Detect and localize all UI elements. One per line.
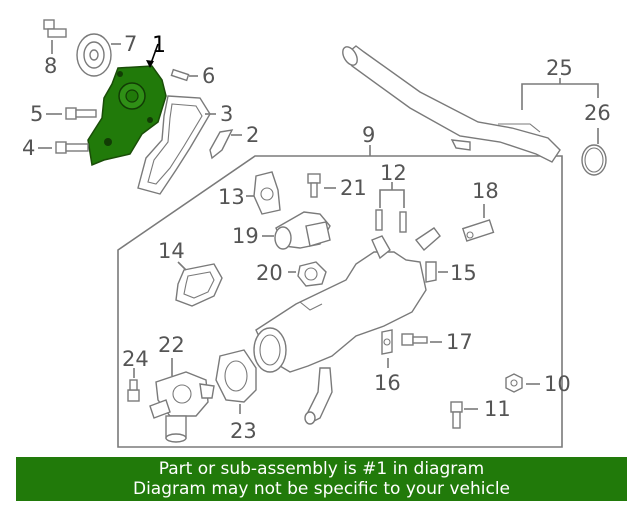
- part-17-bolt: [401, 333, 442, 346]
- part-13-gasket: [246, 171, 281, 215]
- part-22-thermostat-housing: [149, 358, 215, 443]
- notice-line-1: Part or sub-assembly is #1 in diagram: [158, 459, 485, 479]
- part-18-sensor: [461, 204, 495, 242]
- callout-21: 21: [340, 176, 367, 200]
- callout-2: 2: [246, 123, 259, 147]
- callout-24: 24: [122, 347, 149, 371]
- callout-18: 18: [472, 179, 499, 203]
- callout-25: 25: [546, 56, 573, 80]
- part-11-bolt: [450, 401, 478, 429]
- callout-9: 9: [362, 123, 375, 147]
- part-24-bolt: [127, 368, 140, 402]
- callout-1: 1: [152, 33, 166, 58]
- part-23-gasket: [215, 349, 257, 414]
- part-20-gasket: [288, 261, 327, 287]
- part-5-bolt: [46, 107, 97, 120]
- parts-diagram: 1 2 3 4 5 6 7 8 9 10 11 12 13 14 15 16 1…: [22, 19, 611, 448]
- callout-23: 23: [230, 419, 257, 443]
- part-26-o-ring: [581, 128, 607, 176]
- callout-22: 22: [158, 333, 185, 357]
- callout-3: 3: [220, 102, 233, 126]
- callout-13: 13: [218, 185, 245, 209]
- callout-6: 6: [202, 64, 215, 88]
- assembly-outline: [117, 145, 563, 448]
- callout-4: 4: [22, 136, 35, 160]
- part-16-bracket: [381, 329, 393, 368]
- callout-14: 14: [158, 239, 185, 263]
- callout-26: 26: [584, 101, 611, 125]
- part-15-housing: [253, 227, 448, 425]
- callout-20: 20: [256, 261, 283, 285]
- part-2-clip: [209, 129, 242, 160]
- callout-16: 16: [374, 371, 401, 395]
- part-4-bolt: [38, 141, 89, 154]
- callout-12: 12: [380, 161, 407, 185]
- part-12-pins: [375, 182, 407, 233]
- part-10-nut: [505, 373, 540, 393]
- part-3-gasket: [137, 95, 216, 195]
- notice-line-2: Diagram may not be specific to your vehi…: [132, 479, 510, 499]
- callout-5: 5: [30, 102, 43, 126]
- callout-8: 8: [44, 54, 57, 78]
- part-14-gasket: [175, 261, 223, 307]
- part-1-water-pump: [87, 43, 167, 167]
- part-25-pipe: [342, 45, 599, 163]
- callout-19: 19: [232, 224, 259, 248]
- callout-10: 10: [544, 372, 571, 396]
- part-19-outlet: [262, 211, 331, 250]
- callout-15: 15: [450, 261, 477, 285]
- callout-7: 7: [124, 32, 137, 56]
- part-8-bolt: [43, 19, 67, 54]
- part-21-bolt: [307, 173, 336, 198]
- part-7-pulley: [76, 33, 121, 77]
- callout-11: 11: [484, 397, 511, 421]
- part-6-pin: [170, 68, 198, 82]
- callout-17: 17: [446, 330, 473, 354]
- notice-banner: Part or sub-assembly is #1 in diagram Di…: [16, 457, 627, 501]
